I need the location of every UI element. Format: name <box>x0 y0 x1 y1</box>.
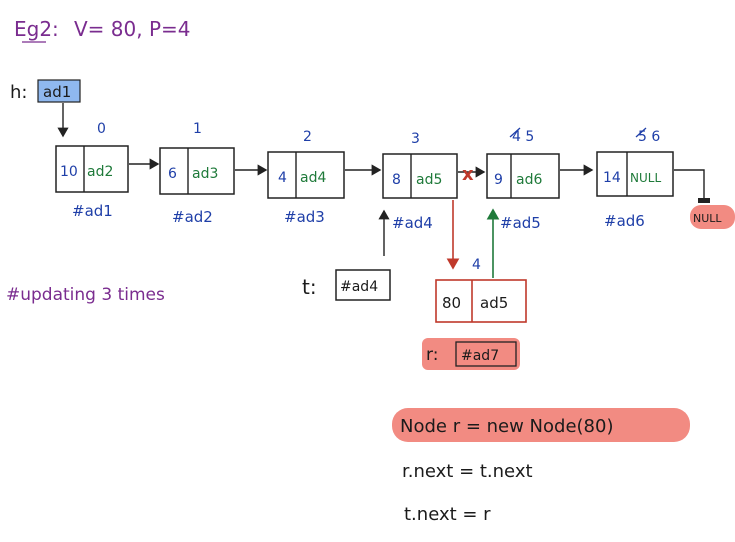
null-arrow <box>674 169 705 200</box>
node-box <box>267 151 345 199</box>
new-node-data: 80 <box>442 294 461 312</box>
node-next: ad6 <box>516 172 542 188</box>
node-address: #ad4 <box>392 214 433 232</box>
head-label: h: <box>10 82 27 103</box>
node-index: 4 5 <box>512 129 534 145</box>
index-strike <box>635 127 647 138</box>
temp-value-box <box>335 269 391 301</box>
node-index: 5 6 <box>638 129 660 145</box>
code-line-3: t.next = r <box>404 504 491 525</box>
node-address: #ad6 <box>604 212 645 230</box>
temp-label: t: <box>302 275 317 299</box>
index-strike <box>509 127 521 138</box>
node-next: ad2 <box>87 164 113 180</box>
null-badge: NULL <box>693 212 722 225</box>
head-value-highlight <box>37 79 81 103</box>
r-label: r: <box>426 345 438 365</box>
node-index: 0 <box>97 121 106 137</box>
node-1: 1 6 ad3 #ad2 <box>159 121 235 226</box>
node-index: 2 <box>303 129 312 145</box>
code-line-highlight <box>392 408 690 442</box>
new-node-next: ad5 <box>480 294 508 312</box>
node-box <box>382 153 458 199</box>
node-3: 3 8 ad5 #ad4 <box>382 131 458 232</box>
node-data: 4 <box>278 170 287 186</box>
new-node-box <box>435 279 527 323</box>
node-next: NULL <box>630 171 661 185</box>
node-5: 5 6 14 NULL #ad6 <box>596 127 674 230</box>
node-address: #ad5 <box>500 214 541 232</box>
node-2: 2 4 ad4 #ad3 <box>267 129 345 226</box>
ground-mark <box>698 198 710 203</box>
code-line-1: Node r = new Node(80) <box>400 416 613 437</box>
node-index: 1 <box>193 121 202 137</box>
node-index: 3 <box>411 131 420 147</box>
node-address: #ad2 <box>172 208 213 226</box>
node-data: 8 <box>392 172 401 188</box>
r-value-box <box>455 341 517 367</box>
node-next: ad5 <box>416 172 442 188</box>
node-0: 0 10 ad2 #ad1 <box>55 121 129 220</box>
node-address: #ad1 <box>72 202 113 220</box>
node-data: 14 <box>603 170 621 186</box>
node-box <box>55 145 129 193</box>
node-data: 10 <box>60 164 78 180</box>
node-next: ad3 <box>192 166 218 182</box>
new-node-index: 4 <box>472 257 481 273</box>
node-address: #ad3 <box>284 208 325 226</box>
node-box <box>596 151 674 197</box>
node-next: ad4 <box>300 170 326 186</box>
r-value: #ad7 <box>461 348 499 364</box>
null-badge-bg <box>690 205 735 229</box>
node-data: 6 <box>168 166 177 182</box>
temp-value: #ad4 <box>340 279 378 295</box>
r-pointer-highlight <box>422 338 520 370</box>
example-title: Eg2: <box>14 17 59 41</box>
head-value: ad1 <box>43 83 71 101</box>
new-node: 80 ad5 <box>435 279 527 323</box>
node-4: 4 5 9 ad6 #ad5 <box>486 127 560 232</box>
node-data: 9 <box>494 172 503 188</box>
code-line-2: r.next = t.next <box>402 461 533 482</box>
example-params: V= 80, P=4 <box>74 17 191 41</box>
node-box <box>159 147 235 195</box>
cross-mark: x <box>462 164 474 185</box>
update-note: #updating 3 times <box>6 285 165 305</box>
node-box <box>486 153 560 199</box>
